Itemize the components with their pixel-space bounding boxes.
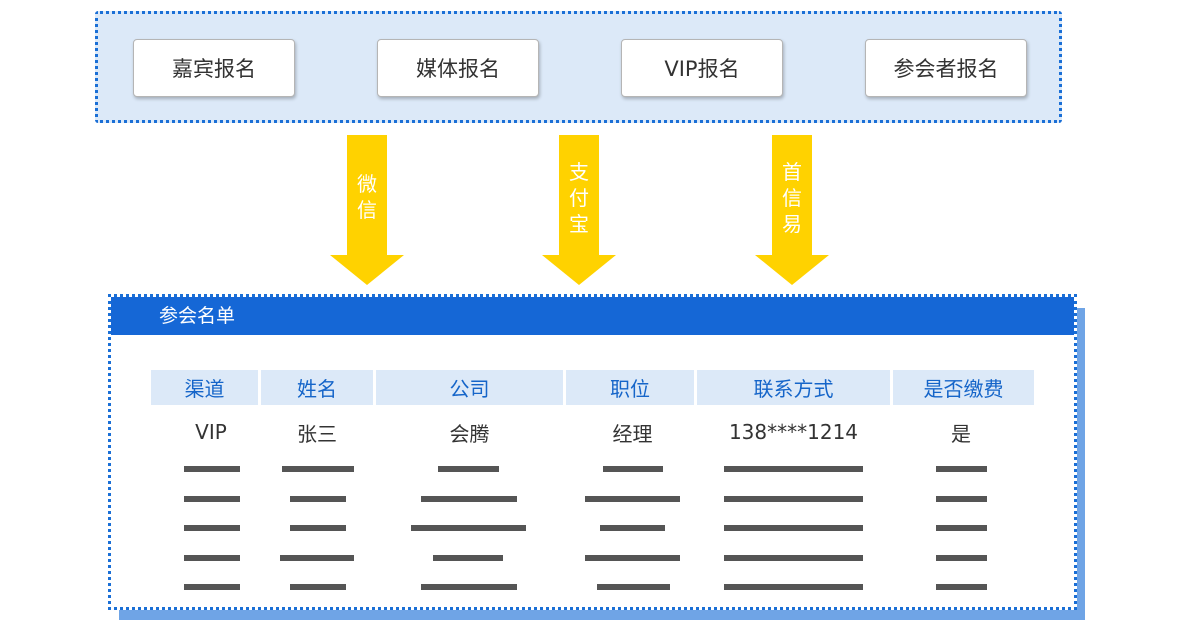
placeholder-bar bbox=[597, 584, 670, 590]
placeholder-bar bbox=[724, 466, 863, 472]
vip-registration-button[interactable]: VIP报名 bbox=[621, 39, 783, 97]
placeholder-bar bbox=[290, 496, 346, 502]
placeholder-bar bbox=[421, 584, 517, 590]
alipay-channel-label: 支付宝 bbox=[569, 160, 589, 236]
placeholder-bar bbox=[290, 525, 346, 531]
placeholder-bar bbox=[585, 555, 680, 561]
placeholder-bar bbox=[724, 555, 863, 561]
column-header-paid: 是否缴费 bbox=[893, 370, 1034, 405]
alipay-arrow-icon bbox=[542, 135, 616, 285]
column-header-channel: 渠道 bbox=[151, 370, 258, 405]
cell-channel: VIP bbox=[195, 420, 227, 444]
attendee-registration-button[interactable]: 参会者报名 bbox=[865, 39, 1027, 97]
placeholder-bar bbox=[184, 496, 240, 502]
media-registration-button[interactable]: 媒体报名 bbox=[377, 39, 539, 97]
placeholder-bar bbox=[724, 584, 863, 590]
registration-panel: 嘉宾报名 媒体报名 VIP报名 参会者报名 bbox=[95, 11, 1062, 123]
column-header-company: 公司 bbox=[376, 370, 563, 405]
placeholder-bar bbox=[724, 525, 863, 531]
shouxinyi-arrow-icon bbox=[755, 135, 829, 285]
guest-registration-button[interactable]: 嘉宾报名 bbox=[133, 39, 295, 97]
placeholder-bar bbox=[724, 496, 863, 502]
placeholder-bar bbox=[936, 584, 987, 590]
wechat-channel-label: 微信 bbox=[357, 172, 377, 222]
placeholder-bar bbox=[433, 555, 503, 561]
placeholder-bar bbox=[184, 584, 240, 590]
placeholder-bar bbox=[184, 525, 240, 531]
placeholder-bar bbox=[280, 555, 354, 561]
placeholder-bar bbox=[411, 525, 526, 531]
cell-paid: 是 bbox=[951, 421, 971, 446]
placeholder-bar bbox=[936, 466, 987, 472]
placeholder-bar bbox=[936, 496, 987, 502]
cell-position: 经理 bbox=[612, 421, 653, 446]
placeholder-bar bbox=[438, 466, 499, 472]
cell-contact: 138****1214 bbox=[728, 420, 859, 444]
placeholder-bar bbox=[600, 525, 665, 531]
placeholder-bar bbox=[184, 466, 240, 472]
placeholder-bar bbox=[184, 555, 240, 561]
placeholder-bar bbox=[603, 466, 663, 472]
placeholder-bar bbox=[936, 525, 987, 531]
placeholder-bar bbox=[421, 496, 517, 502]
column-header-contact: 联系方式 bbox=[697, 370, 890, 405]
placeholder-bar bbox=[290, 584, 346, 590]
placeholder-bar bbox=[282, 466, 354, 472]
attendee-list-title: 参会名单 bbox=[111, 297, 1074, 335]
placeholder-bar bbox=[936, 555, 987, 561]
column-header-name: 姓名 bbox=[261, 370, 373, 405]
cell-company: 会腾 bbox=[449, 421, 490, 446]
shouxinyi-channel-label: 首信易 bbox=[782, 160, 802, 236]
placeholder-bar bbox=[585, 496, 680, 502]
cell-name: 张三 bbox=[297, 421, 337, 446]
wechat-arrow-icon bbox=[330, 135, 404, 285]
column-header-position: 职位 bbox=[566, 370, 694, 405]
attendee-list-card: 参会名单 bbox=[108, 294, 1077, 610]
